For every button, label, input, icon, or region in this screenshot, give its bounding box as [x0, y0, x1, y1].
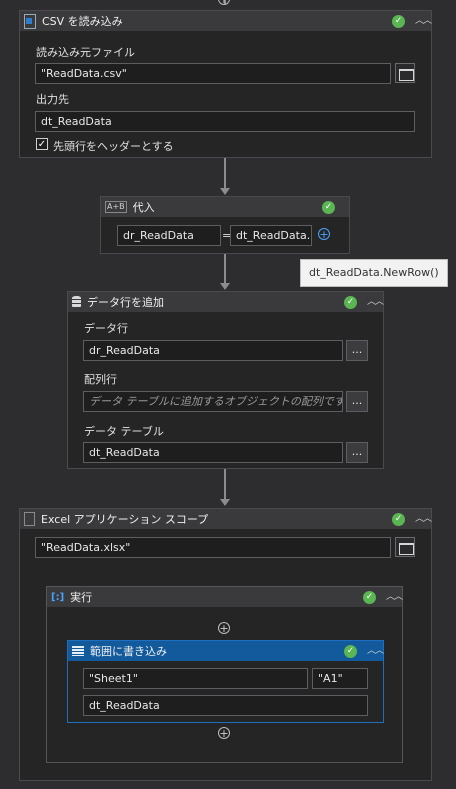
- add-data-row-title: データ行を追加: [87, 296, 164, 309]
- datarow-label: データ行: [84, 322, 128, 335]
- add-activity-top-icon[interactable]: +: [218, 0, 230, 5]
- validation-ok-icon: ✓: [344, 295, 357, 309]
- connector-arrow: [220, 188, 230, 195]
- array-row-browse-button[interactable]: ...: [346, 391, 368, 412]
- validation-ok-icon: ✓: [392, 14, 405, 28]
- add-data-row-activity[interactable]: データ行を追加 ✓ ︿︿: [67, 291, 384, 469]
- collapse-icon[interactable]: ︿︿: [367, 645, 384, 656]
- connector-line: [224, 158, 226, 188]
- collapse-icon[interactable]: ︿︿: [415, 513, 432, 524]
- datarow-browse-button[interactable]: ...: [346, 340, 368, 361]
- write-range-title: 範囲に書き込み: [90, 645, 167, 658]
- add-data-row-header[interactable]: データ行を追加 ✓ ︿︿: [68, 292, 384, 312]
- connector-line: [224, 469, 226, 499]
- workbook-path-input[interactable]: "ReadData.xlsx": [35, 537, 391, 558]
- connector-line: [224, 254, 226, 284]
- excel-file-icon: [24, 512, 35, 526]
- validation-ok-icon: ✓: [322, 200, 335, 214]
- validation-ok-icon: ✓: [392, 512, 405, 526]
- start-cell-input[interactable]: "A1": [312, 668, 368, 689]
- browse-folder-icon[interactable]: [395, 63, 415, 83]
- collapse-icon[interactable]: ︿︿: [386, 591, 403, 602]
- equals-sign: =: [222, 229, 232, 242]
- expression-tooltip: dt_ReadData.NewRow(): [300, 259, 448, 287]
- validation-ok-icon: ✓: [363, 590, 376, 604]
- array-row-label: 配列行: [84, 373, 117, 386]
- csv-file-icon: [24, 13, 36, 29]
- output-input[interactable]: dt_ReadData: [35, 111, 415, 132]
- read-csv-header[interactable]: CSV を読み込み ✓ ︿︿: [20, 11, 432, 31]
- source-file-label: 読み込み元ファイル: [36, 46, 135, 59]
- header-checkbox[interactable]: ✓: [36, 138, 48, 150]
- assign-title: 代入: [132, 201, 155, 214]
- write-datatable-input[interactable]: dt_ReadData: [83, 695, 368, 716]
- connector-arrow: [220, 283, 230, 290]
- read-csv-activity[interactable]: CSV を読み込み ✓ ︿︿: [19, 10, 432, 158]
- expression-add-icon[interactable]: +: [318, 228, 330, 241]
- validation-ok-icon: ✓: [344, 644, 357, 658]
- add-activity-icon[interactable]: +: [218, 727, 230, 740]
- range-table-icon: [72, 646, 84, 656]
- assign-header[interactable]: A+B 代入 ✓: [101, 197, 349, 217]
- assign-icon: A+B: [105, 201, 127, 213]
- write-range-header[interactable]: 範囲に書き込み ✓ ︿︿: [68, 641, 384, 661]
- datarow-input[interactable]: dr_ReadData: [83, 340, 343, 361]
- add-activity-icon[interactable]: +: [218, 622, 230, 635]
- datatable-browse-button[interactable]: ...: [346, 442, 368, 463]
- read-csv-title: CSV を読み込み: [42, 15, 123, 28]
- collapse-icon[interactable]: ︿︿: [367, 296, 384, 307]
- do-sequence-title: 実行: [70, 591, 93, 604]
- database-icon: [72, 296, 81, 308]
- source-file-input[interactable]: "ReadData.csv": [35, 63, 391, 84]
- output-label: 出力先: [36, 93, 69, 106]
- assign-to-input[interactable]: dr_ReadData: [117, 225, 221, 246]
- excel-scope-header[interactable]: Excel アプリケーション スコープ ✓ ︿︿: [20, 509, 432, 529]
- assign-value-input[interactable]: dt_ReadData.N: [230, 225, 312, 246]
- sequence-icon: [:]: [51, 591, 65, 603]
- browse-folder-icon[interactable]: [395, 537, 415, 557]
- header-checkbox-label: 先頭行をヘッダーとする: [53, 140, 174, 153]
- do-sequence-header[interactable]: [:] 実行 ✓ ︿︿: [47, 587, 403, 607]
- datatable-input[interactable]: dt_ReadData: [83, 442, 343, 463]
- connector-arrow: [220, 499, 230, 506]
- array-row-input[interactable]: データ テーブルに追加するオブジェクトの配列です。この配列: [83, 391, 343, 412]
- excel-scope-title: Excel アプリケーション スコープ: [41, 513, 209, 526]
- datatable-label: データ テーブル: [84, 425, 164, 438]
- sheet-name-input[interactable]: "Sheet1": [83, 668, 308, 689]
- collapse-icon[interactable]: ︿︿: [415, 15, 432, 26]
